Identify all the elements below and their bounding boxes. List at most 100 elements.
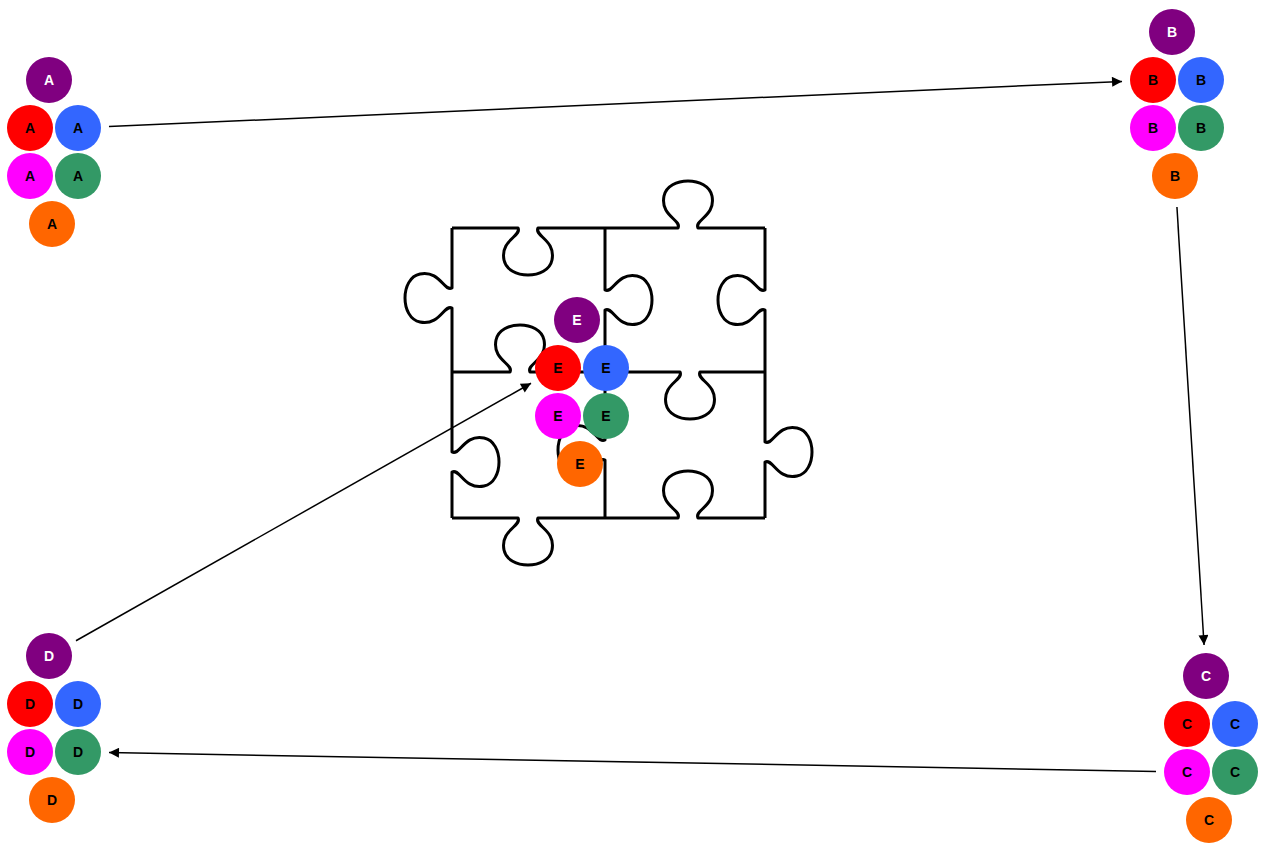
circle-letter: C <box>1182 765 1192 779</box>
circle-letter: E <box>553 409 562 423</box>
letter-circle: D <box>29 777 75 823</box>
letter-circle: C <box>1212 701 1258 747</box>
circle-letter: C <box>1230 717 1240 731</box>
letter-circle: A <box>55 105 101 151</box>
letter-circle: D <box>26 633 72 679</box>
letter-circle: C <box>1212 749 1258 795</box>
circle-fill <box>583 393 629 439</box>
letter-circle: B <box>1149 9 1195 55</box>
circle-fill <box>1149 9 1195 55</box>
letter-circle: C <box>1164 701 1210 747</box>
circle-letter: B <box>1167 25 1177 39</box>
circle-fill <box>55 153 101 199</box>
puzzle-edge <box>605 181 765 228</box>
circle-fill <box>7 729 53 775</box>
letter-circle: C <box>1186 797 1232 843</box>
circle-letter: A <box>73 121 83 135</box>
circle-letter: D <box>47 793 57 807</box>
letter-circle: B <box>1152 153 1198 199</box>
letter-circle: A <box>26 57 72 103</box>
circle-fill <box>1178 105 1224 151</box>
flow-arrow <box>76 383 531 640</box>
circle-letter: B <box>1170 169 1180 183</box>
circle-letter: E <box>575 457 584 471</box>
letter-circle: B <box>1178 105 1224 151</box>
circle-fill <box>26 633 72 679</box>
circle-letter: A <box>25 169 35 183</box>
circle-letter: C <box>1204 813 1214 827</box>
letter-circle: A <box>55 153 101 199</box>
puzzle-pieces <box>405 181 812 565</box>
circle-letter: E <box>601 361 610 375</box>
letter-circle: B <box>1130 105 1176 151</box>
circle-fill <box>557 441 603 487</box>
puzzle-edge <box>405 228 452 372</box>
circle-fill <box>55 681 101 727</box>
circle-fill <box>1183 653 1229 699</box>
letter-circle: E <box>557 441 603 487</box>
flow-arrow <box>1177 207 1204 645</box>
circle-letter: D <box>25 697 35 711</box>
circle-fill <box>7 681 53 727</box>
circle-letter: B <box>1196 73 1206 87</box>
letter-circle: E <box>535 345 581 391</box>
circle-letter: D <box>73 697 83 711</box>
flow-arrow <box>109 753 1156 772</box>
circle-letter: E <box>572 313 581 327</box>
letter-circle: E <box>583 345 629 391</box>
circle-fill <box>535 345 581 391</box>
circle-fill <box>1178 57 1224 103</box>
puzzle-edge <box>452 228 605 275</box>
letter-circle: A <box>7 105 53 151</box>
circle-letter: C <box>1201 669 1211 683</box>
letter-circle: A <box>29 201 75 247</box>
letter-circle: A <box>7 153 53 199</box>
flow-arrow <box>109 81 1122 126</box>
letter-circle: B <box>1130 57 1176 103</box>
circle-fill <box>1152 153 1198 199</box>
circle-fill <box>55 729 101 775</box>
puzzle-edge <box>558 372 605 518</box>
circle-fill <box>55 105 101 151</box>
circle-letter: A <box>44 73 54 87</box>
circle-fill <box>26 57 72 103</box>
circle-fill <box>1130 105 1176 151</box>
circle-letter: D <box>73 745 83 759</box>
puzzle-edge <box>765 372 812 518</box>
letter-circle: B <box>1178 57 1224 103</box>
circle-fill <box>583 345 629 391</box>
circle-letter: A <box>25 121 35 135</box>
circle-fill <box>535 393 581 439</box>
circle-fill <box>1186 797 1232 843</box>
circle-letter: C <box>1182 717 1192 731</box>
circle-fill <box>1164 701 1210 747</box>
puzzle-edge <box>718 228 765 372</box>
circle-letter: B <box>1148 73 1158 87</box>
letter-circle: C <box>1183 653 1229 699</box>
letter-circle: D <box>7 681 53 727</box>
circle-fill <box>29 777 75 823</box>
circle-fill <box>1212 701 1258 747</box>
puzzle-edge <box>605 471 765 518</box>
puzzle-edge <box>452 518 605 565</box>
letter-circle: D <box>55 681 101 727</box>
circle-letter: A <box>73 169 83 183</box>
circle-letter: B <box>1196 121 1206 135</box>
puzzle-edge <box>452 372 499 518</box>
circle-fill <box>7 105 53 151</box>
circle-letter: C <box>1230 765 1240 779</box>
circle-letter: A <box>47 217 57 231</box>
circle-letter: D <box>44 649 54 663</box>
circle-fill <box>1130 57 1176 103</box>
circle-fill <box>1164 749 1210 795</box>
circle-letter: E <box>601 409 610 423</box>
letter-circle: D <box>7 729 53 775</box>
circle-letter: E <box>553 361 562 375</box>
letter-circle: D <box>55 729 101 775</box>
circle-fill <box>29 201 75 247</box>
letter-circle: C <box>1164 749 1210 795</box>
circle-letter: B <box>1148 121 1158 135</box>
